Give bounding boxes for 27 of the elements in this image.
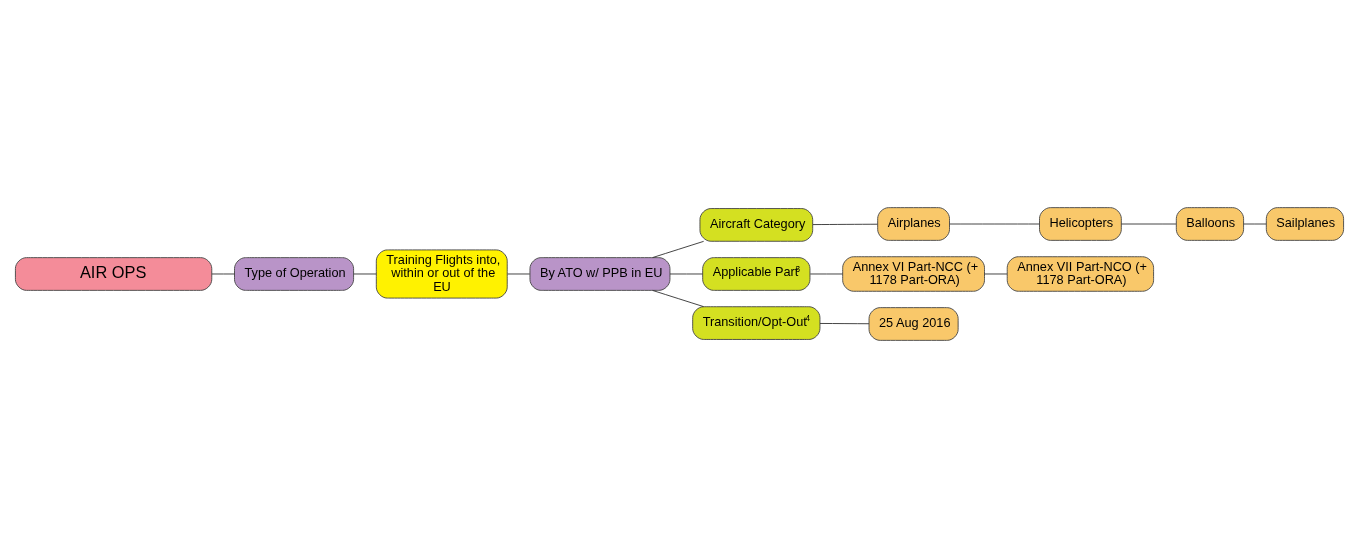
node-box: Annex VI Part-NCC (+ 1178 Part-ORA): [842, 256, 985, 292]
node-box: Training Flights into, within or out of the EU: [375, 249, 508, 299]
node-box: 25 Aug 2016: [868, 307, 959, 341]
node-box: Type of Operation: [234, 257, 355, 291]
node-box: Airplanes: [877, 207, 950, 241]
node-box: Aircraft Category: [699, 208, 814, 242]
connector: [669, 273, 703, 275]
connector: [1120, 223, 1177, 225]
connector: [353, 273, 377, 275]
connector: [809, 273, 843, 275]
connector: [211, 273, 235, 275]
connector: [812, 223, 878, 226]
connector: [949, 223, 1040, 225]
node-box: Transition/Opt-Out$^{4}$: [692, 306, 821, 340]
connector: [1243, 223, 1267, 225]
connector: [507, 273, 531, 275]
node-box: Sailplanes: [1265, 207, 1345, 241]
connector: [652, 240, 705, 258]
node-box: Balloons: [1175, 207, 1245, 241]
node-box: Applicable Part$^{3}$: [702, 257, 811, 291]
connector: [652, 290, 705, 308]
node-box: AIR OPS: [14, 257, 213, 291]
node-box: Helicopters: [1039, 207, 1122, 241]
node-box: Annex VII Part-NCO (+ 1178 Part-ORA): [1006, 256, 1155, 292]
node-box: By ATO w/ PPB in EU: [529, 257, 671, 291]
connector: [819, 323, 870, 325]
connector: [984, 273, 1008, 275]
